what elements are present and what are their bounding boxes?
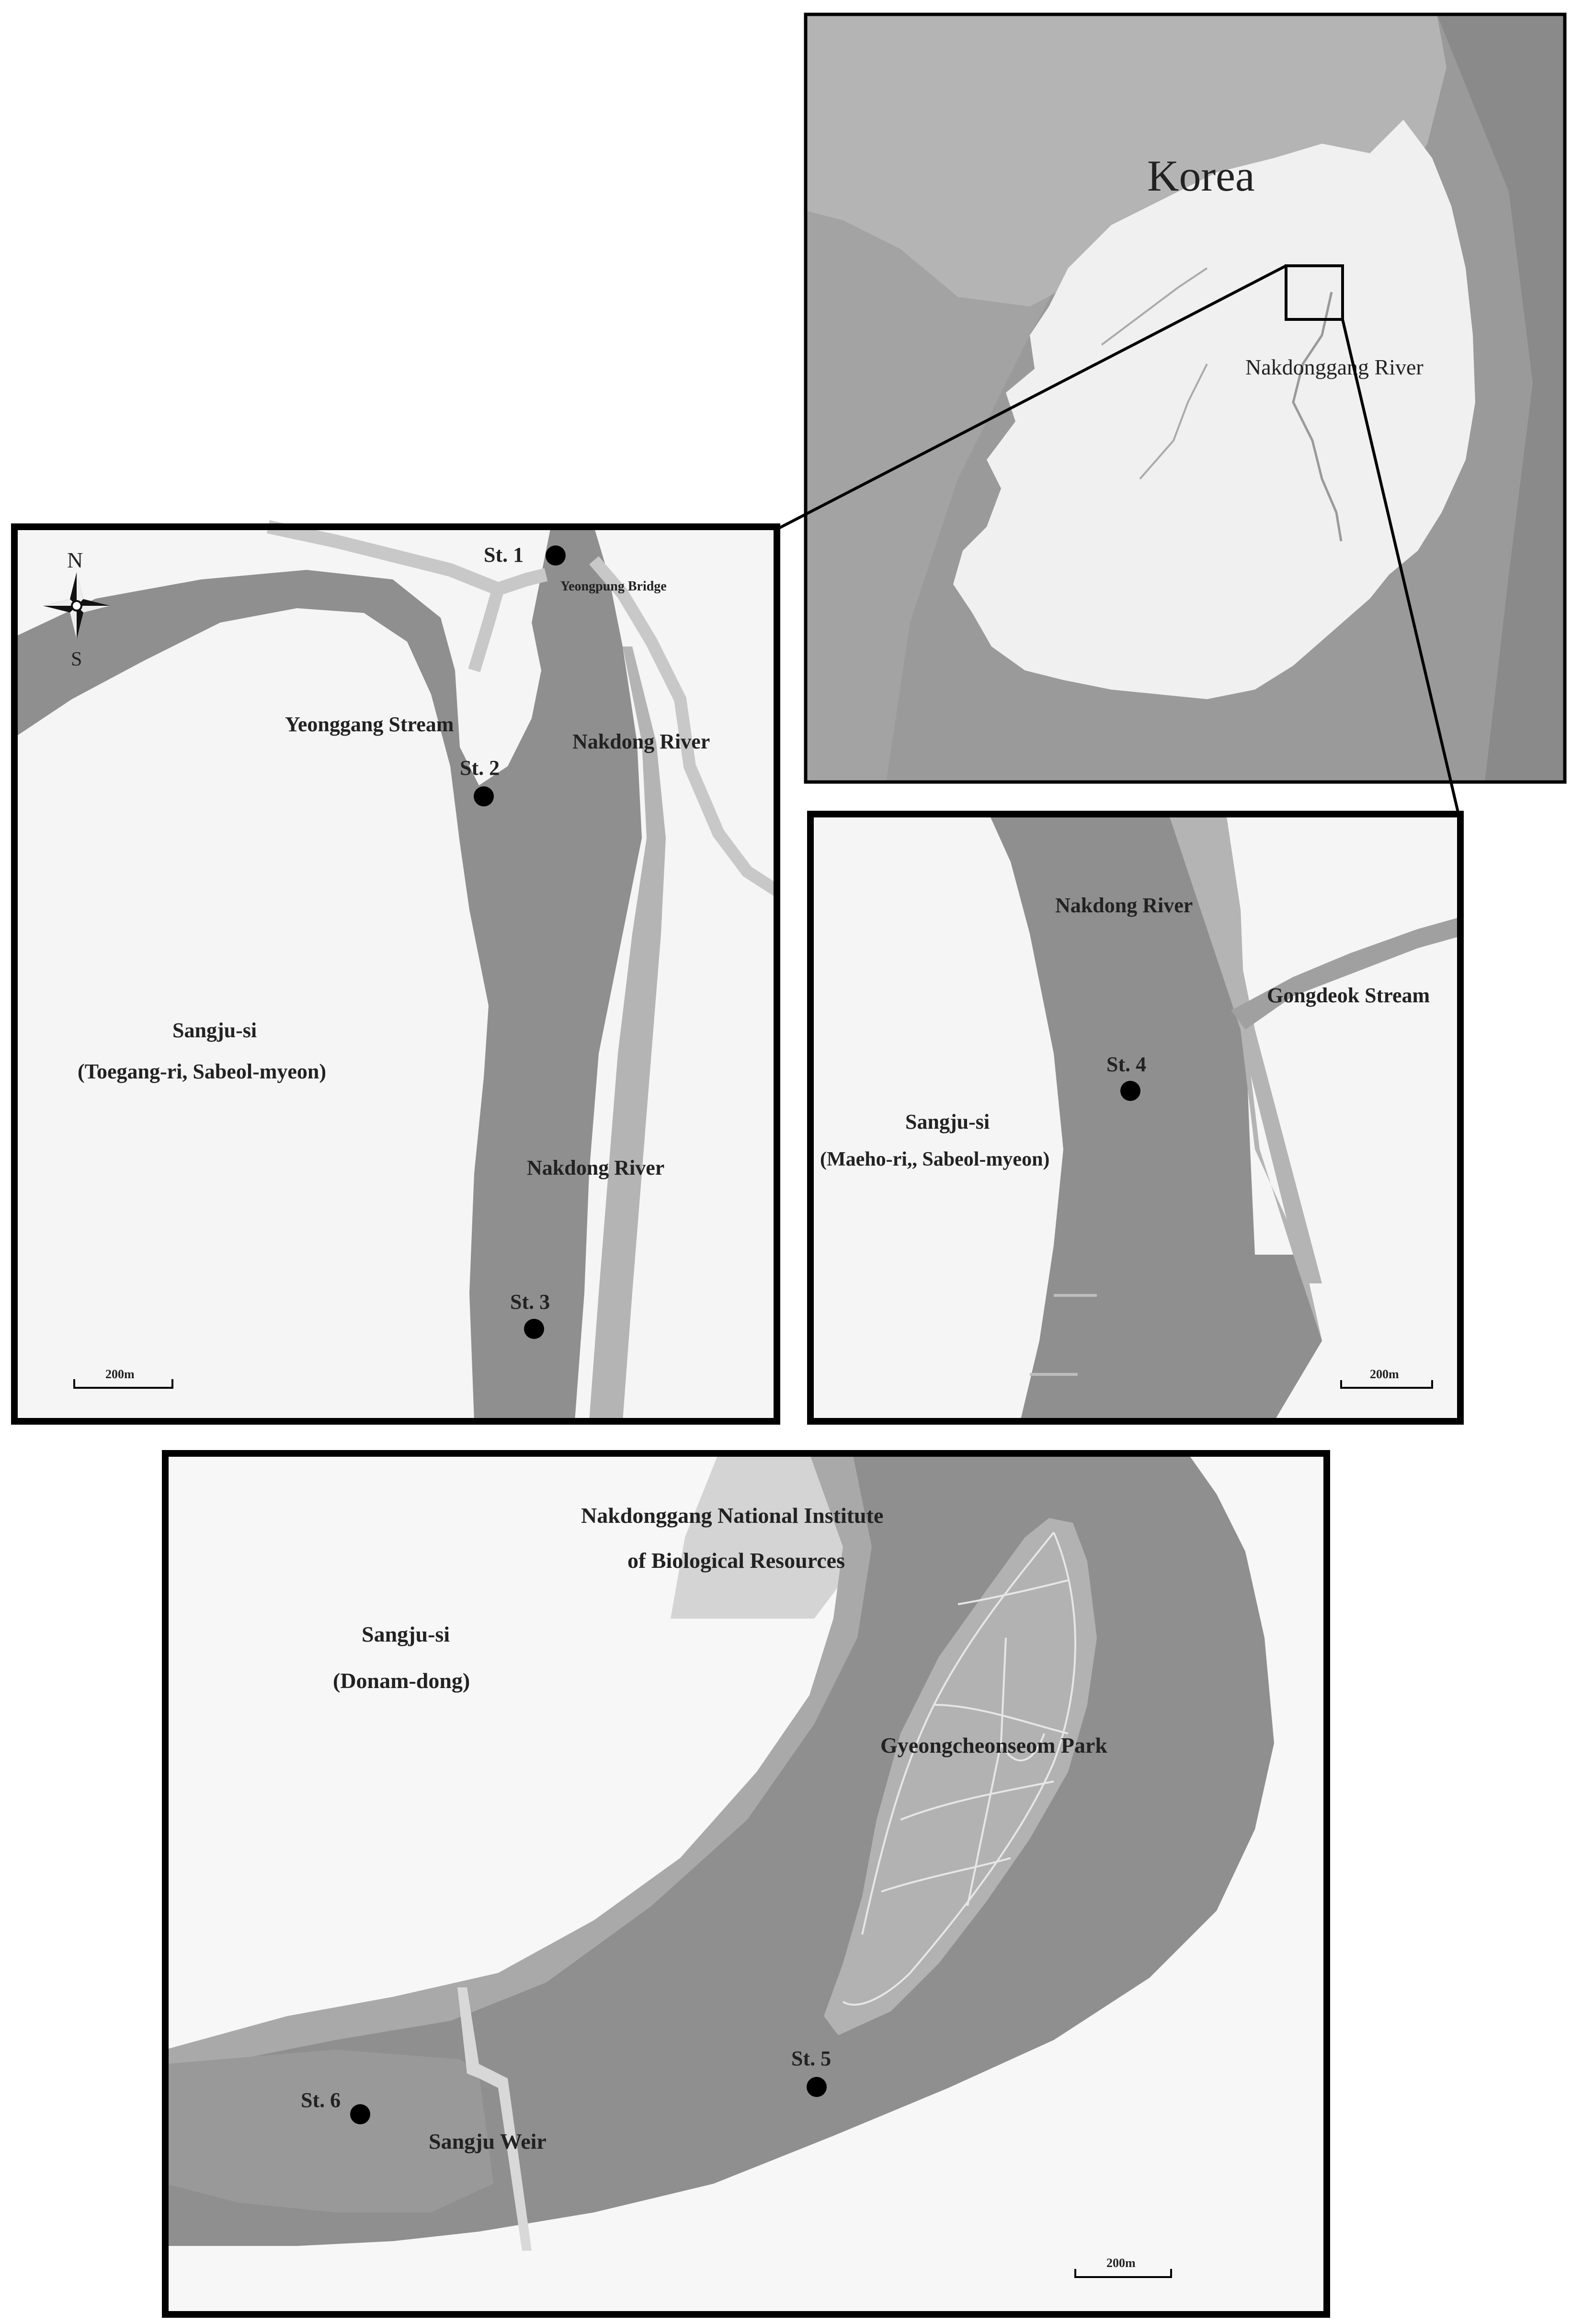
svg-text:200m: 200m xyxy=(105,1367,135,1381)
station-3-marker xyxy=(524,1319,544,1339)
zoom-line-left xyxy=(776,264,1287,531)
label-nakdong-river-lower: Nakdong River xyxy=(527,1156,664,1179)
label-sangju-donam: Sangju-si xyxy=(362,1622,450,1646)
station-2-marker xyxy=(474,786,494,806)
korea-overview-map: Korea Nakdonggang River xyxy=(804,12,1567,784)
svg-text:200m: 200m xyxy=(1370,1367,1399,1381)
label-nakdong-river-mid: Nakdong River xyxy=(1055,894,1193,917)
station-5-label: St. 5 xyxy=(791,2047,831,2070)
label-institute-line1: Nakdonggang National Institute xyxy=(581,1503,883,1528)
zoom-line-right xyxy=(1341,319,1460,815)
station-3-label: St. 3 xyxy=(510,1290,550,1314)
svg-text:200m: 200m xyxy=(1106,2256,1136,2270)
label-institute-line2: of Biological Resources xyxy=(627,1548,845,1573)
station-5-marker xyxy=(807,2077,827,2097)
gyeongcheonseom-island xyxy=(824,1518,1097,2035)
label-sangju-toegang: Sangju-si xyxy=(172,1019,257,1042)
label-sangju-maeho: Sangju-si xyxy=(905,1110,990,1134)
label-sangju-weir: Sangju Weir xyxy=(429,2129,547,2154)
compass-rose-icon xyxy=(43,572,110,639)
label-sangju-toegang-sub: (Toegang-ri, Sabeol-myeon) xyxy=(78,1060,326,1083)
label-yeonggang-stream: Yeonggang Stream xyxy=(285,713,454,736)
north-arrow-n: N xyxy=(67,548,83,572)
station-1-label: St. 1 xyxy=(484,543,524,567)
station-4-label: St. 4 xyxy=(1106,1053,1146,1076)
nakdong-river-line xyxy=(1292,292,1343,542)
study-area-locator-box xyxy=(1285,264,1344,321)
label-sangju-donam-sub: (Donam-dong) xyxy=(333,1668,470,1693)
panel-middle: Nakdong River Gongdeok Stream Sangju-si … xyxy=(807,811,1464,1425)
label-yeongpung-bridge: Yeongpung Bridge xyxy=(560,579,667,594)
station-4-marker xyxy=(1120,1081,1140,1101)
scale-bar-north: 200m xyxy=(73,1367,173,1389)
sangju-weir xyxy=(457,1987,532,2251)
label-sangju-maeho-sub: (Maeho-ri,, Sabeol-myeon) xyxy=(820,1148,1049,1170)
label-gongdeok-stream: Gongdeok Stream xyxy=(1267,984,1430,1007)
south-korea-landmass xyxy=(953,120,1475,699)
scale-bar-middle: 200m xyxy=(1340,1367,1433,1389)
station-6-marker xyxy=(350,2104,370,2124)
label-nakdong-river-upper: Nakdong River xyxy=(572,730,710,753)
station-1-marker xyxy=(546,545,566,566)
station-6-label: St. 6 xyxy=(301,2088,341,2112)
north-arrow-s: S xyxy=(71,648,82,670)
nakdonggang-river-label: Nakdonggang River xyxy=(1245,355,1424,379)
korea-title: Korea xyxy=(1147,151,1255,200)
station-2-label: St. 2 xyxy=(460,756,500,780)
park-paths xyxy=(842,1531,1076,2006)
panel-north: N S Yeongpung Bridge Yeonggang Stream Na… xyxy=(11,520,781,1425)
scale-bar-south: 200m xyxy=(1074,2256,1172,2278)
label-gyeongcheonseom-park: Gyeongcheonseom Park xyxy=(880,1733,1107,1757)
panel-south: Nakdonggang National Institute of Biolog… xyxy=(162,1450,1330,2318)
